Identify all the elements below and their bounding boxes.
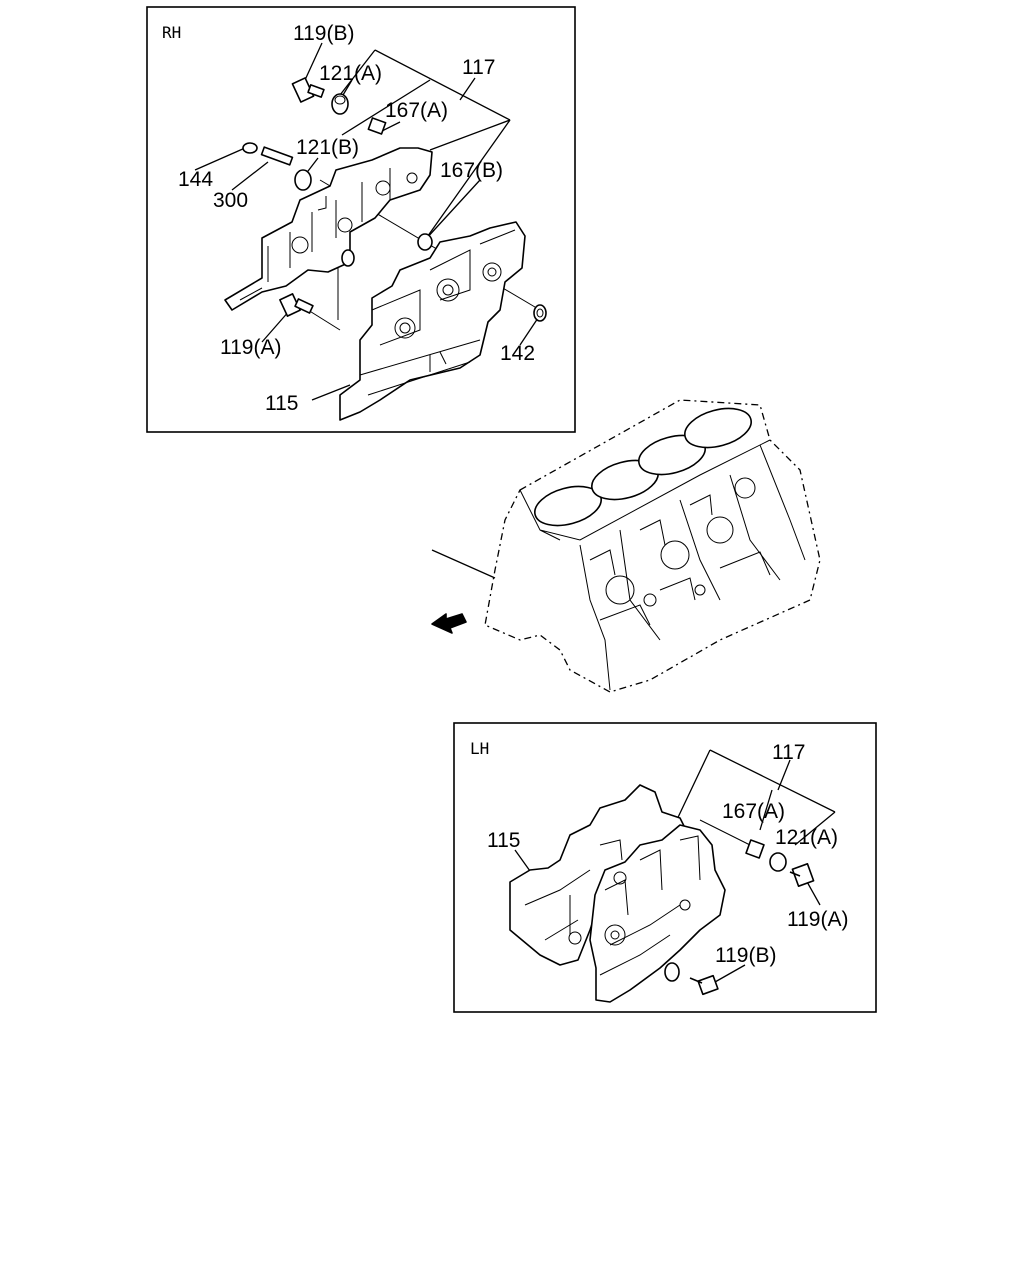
lh-label-167a: 167(A) (722, 800, 785, 823)
rh-panel: RH (146, 6, 576, 433)
rh-label-121a: 121(A) (319, 62, 382, 85)
lh-heat-shield-back (509, 784, 691, 966)
rh-panel-title: RH (162, 23, 181, 42)
lh-label-119b: 119(B) (715, 944, 776, 967)
rh-label-142: 142 (500, 342, 535, 365)
lh-panel-frame (453, 722, 877, 1013)
rh-label-119a: 119(A) (220, 336, 281, 359)
lh-fasteners (689, 839, 815, 996)
lh-label-115: 115 (487, 829, 520, 852)
rh-heat-shield-lower (339, 221, 526, 421)
rh-label-167a: 167(A) (385, 99, 448, 122)
front-arrow-icon (431, 613, 467, 634)
cylinder-bore-4 (684, 407, 752, 449)
rh-fasteners (242, 77, 547, 322)
rh-label-115: 115 (265, 392, 298, 415)
cylinder-block-outline (484, 399, 821, 693)
rh-panel-frame (146, 6, 576, 433)
rh-label-121b: 121(B) (296, 136, 359, 159)
lh-label-119a: 119(A) (787, 908, 848, 931)
cbl-leader (431, 549, 496, 579)
lh-label-121a: 121(A) (775, 826, 838, 849)
rh-label-167b: 167(B) (440, 159, 503, 182)
rh-label-300: 300 (213, 189, 248, 212)
lh-heat-shield-front (589, 824, 726, 1003)
rh-heat-shield-upper (224, 147, 433, 311)
lh-panel-title: LH (470, 739, 489, 758)
lh-panel: LH (453, 722, 877, 1013)
rh-label-117: 117 (462, 56, 495, 79)
lh-label-117: 117 (772, 741, 805, 764)
cylinder-block (431, 399, 821, 693)
rh-label-144: 144 (178, 168, 213, 191)
rh-label-119b: 119(B) (293, 22, 354, 45)
